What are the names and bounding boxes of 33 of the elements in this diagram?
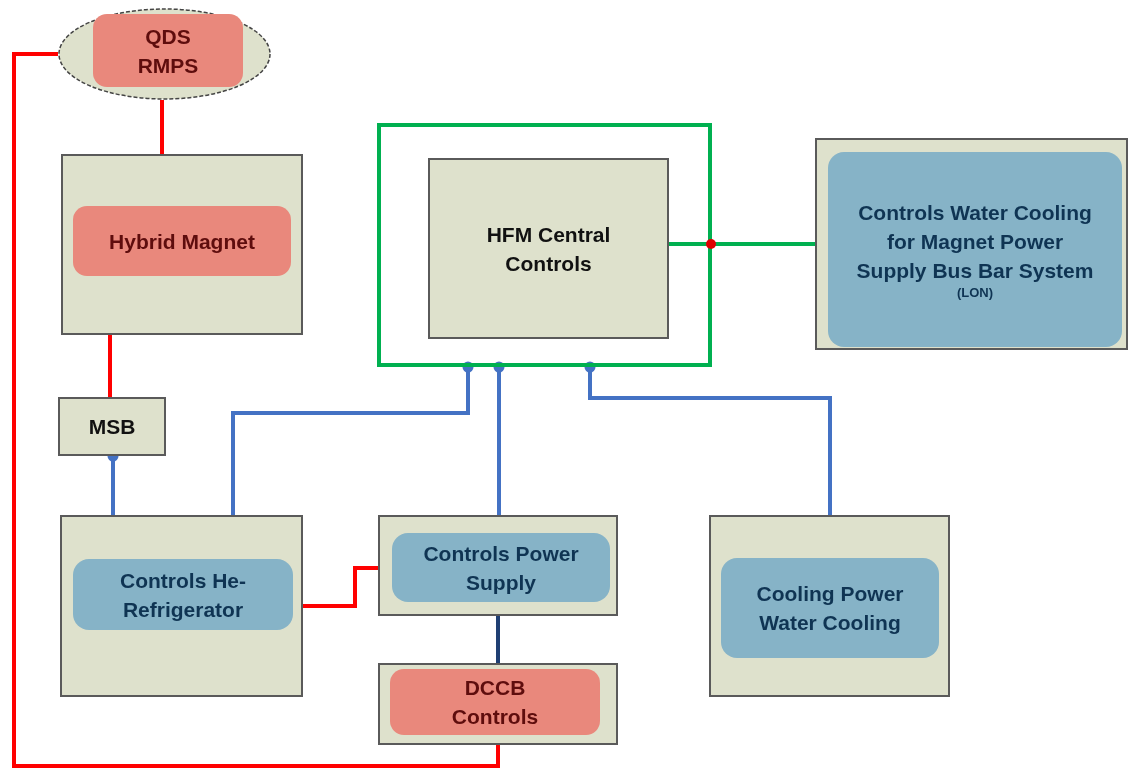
node-label: Controls He-Refrigerator xyxy=(119,567,247,623)
connector-line xyxy=(108,335,112,397)
node-label: HFM Central Controls xyxy=(485,221,612,277)
connector-line xyxy=(231,361,474,515)
node-label: Controls Power Supply xyxy=(422,540,580,596)
controller-box xyxy=(73,559,293,630)
node-label: Cooling Power Water Cooling xyxy=(755,581,905,636)
node-label: QDS RMPS xyxy=(136,23,200,79)
node-label: DCCB Controls xyxy=(450,675,540,730)
panel-box xyxy=(61,154,303,335)
component-box xyxy=(390,669,600,735)
node-note: (LON) xyxy=(956,285,994,301)
panel-box xyxy=(709,515,950,697)
panel-box xyxy=(378,515,618,616)
connector-line xyxy=(496,616,500,663)
component-box xyxy=(73,206,291,276)
node-label: Hybrid Magnet xyxy=(109,228,255,255)
process-box xyxy=(428,158,669,339)
connector-line xyxy=(493,361,505,515)
panel-box xyxy=(60,515,303,697)
connector-line xyxy=(12,52,500,768)
control-frame xyxy=(377,123,712,367)
controller-box xyxy=(721,558,939,658)
process-box xyxy=(58,397,166,456)
connector-line xyxy=(303,566,378,608)
node-label: Controls Water Cooling for Magnet Power Supply Bus Bar System xyxy=(855,200,1095,284)
ellipse-shape xyxy=(58,8,271,100)
component-box xyxy=(93,14,243,87)
panel-box xyxy=(378,663,618,745)
node-label: MSB xyxy=(88,414,136,440)
connector-line xyxy=(160,100,164,154)
controller-box xyxy=(392,533,610,602)
connector-line xyxy=(584,361,832,515)
